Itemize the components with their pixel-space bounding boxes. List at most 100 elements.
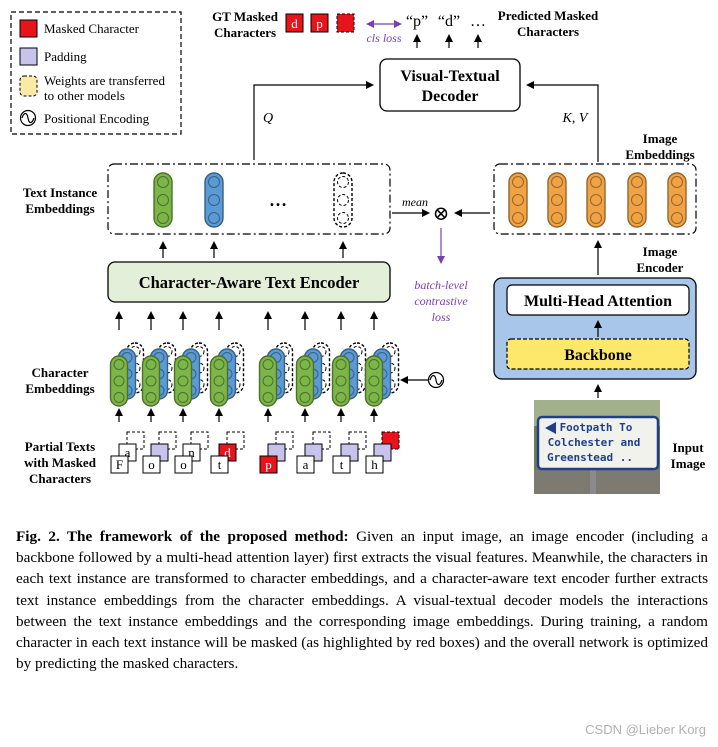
legend-padding-label: Padding [44, 49, 87, 64]
input-image: Footpath To Colchester and Greenstead .. [534, 400, 660, 494]
framework-diagram: Masked Character Padding Weights are tra… [10, 8, 706, 494]
char-box: h [365, 455, 384, 474]
predicted-token: “d” [438, 13, 460, 30]
char-box-text: F [116, 457, 123, 472]
image-encoder-line2: Encoder [637, 260, 684, 275]
otimes-symbol: ⊗ [433, 203, 450, 225]
char-embedding-stack [364, 342, 400, 407]
char-box-text: h [371, 457, 378, 472]
figure-caption: Fig. 2. The framework of the proposed me… [16, 526, 708, 674]
char-box-text: o [148, 457, 155, 472]
padding-swatch [19, 47, 38, 66]
partial-label-line2: with Masked [24, 455, 97, 470]
char-box: a [296, 455, 315, 474]
gt-char-box [310, 13, 329, 33]
kv-label: K, V [562, 111, 589, 126]
gt-char-box [285, 13, 304, 33]
partial-label-line3: Characters [29, 471, 91, 486]
image-embedding-column [627, 172, 647, 228]
char-box-text: a [125, 445, 131, 460]
char-box-text: o [180, 457, 187, 472]
gt-ellipsis-box [336, 13, 355, 33]
gt-label-line2: Characters [214, 25, 276, 40]
image-embedding-column [667, 172, 687, 228]
char-box: t [210, 455, 229, 474]
watermark: CSDN @Lieber Korg [585, 722, 706, 737]
cls-loss-label: cls loss [366, 31, 401, 45]
q-label: Q [263, 111, 273, 126]
weights-swatch [19, 75, 38, 97]
char-box-text: p [265, 457, 272, 472]
image-embeddings-line2: Embeddings [625, 147, 694, 162]
char-emb-label-line2: Embeddings [25, 381, 94, 396]
gt-label-line1: GT Masked [212, 9, 279, 24]
positional-encoding-icon [427, 371, 445, 389]
sign-text-line: Greenstead .. [547, 451, 633, 464]
image-encoder-line1: Image [643, 244, 678, 259]
text-instance-label-line2: Embeddings [25, 201, 94, 216]
positional-encoding-icon [19, 109, 37, 127]
contrastive-line3: loss [432, 310, 451, 324]
kv-arrow [526, 81, 599, 162]
image-embedding-columns [508, 172, 687, 228]
text-instance-embeddings-box [107, 163, 391, 235]
char-embedding-stack [173, 342, 209, 407]
legend-weights-line2: to other models [44, 88, 125, 103]
legend: Masked Character Padding Weights are tra… [10, 11, 182, 135]
text-embedding-column [153, 172, 173, 228]
sign-text-line: Footpath To [560, 421, 633, 434]
sign-text-line: Colchester and [548, 436, 641, 449]
char-embedding-column [141, 355, 161, 407]
char-box-text: d [224, 445, 231, 460]
predicted-token: … [470, 13, 486, 30]
char-box: t [332, 455, 351, 474]
partial-label-line1: Partial Texts [25, 439, 95, 454]
image-embedding-column [547, 172, 567, 228]
text-encoder-label: Character-Aware Text Encoder [139, 273, 360, 292]
q-arrow [253, 81, 374, 160]
masked-swatch [19, 19, 38, 38]
predicted-label-line1: Predicted Masked [498, 8, 599, 23]
backbone-label: Backbone [564, 347, 632, 364]
char-embedding-column [258, 355, 278, 407]
char-embedding-column [209, 355, 229, 407]
char-box-text: n [188, 445, 195, 460]
gt-char-text: d [291, 16, 298, 31]
image-embedding-column [586, 172, 606, 228]
predicted-token: “p” [406, 13, 428, 30]
char-embedding-stack [141, 342, 177, 407]
char-box: p [259, 455, 278, 474]
char-box: F [110, 455, 129, 474]
backbone-box [506, 338, 690, 370]
mha-label: Multi-Head Attention [524, 293, 672, 310]
gt-char-text: p [316, 16, 323, 31]
char-embedding-column [364, 355, 384, 407]
image-embedding-column [508, 172, 528, 228]
legend-masked-label: Masked Character [44, 21, 140, 36]
char-box-text: a [303, 457, 309, 472]
legend-weights-line1: Weights are transferred [44, 73, 165, 88]
contrastive-line1: batch-level [414, 278, 468, 292]
char-embedding-stack [209, 342, 245, 407]
char-embedding-stack [331, 342, 367, 407]
char-embedding-stack [258, 342, 294, 407]
predicted-label-line2: Characters [517, 24, 579, 39]
char-embedding-column [109, 355, 129, 407]
decoder-label-line1: Visual-Textual [400, 68, 500, 85]
character-embedding-stacks [109, 342, 400, 407]
visual-textual-decoder [379, 58, 521, 112]
input-image-line2: Image [671, 456, 706, 471]
caption-lead: Fig. 2. The framework of the proposed me… [16, 528, 349, 545]
image-embeddings-box [493, 163, 697, 235]
text-instance-label-line1: Text Instance [23, 185, 98, 200]
char-box: o [142, 455, 161, 474]
text-embedding-column [204, 172, 224, 228]
caption-body: Given an input image, an image encoder (… [16, 528, 709, 673]
char-embedding-stack [295, 342, 331, 407]
text-instance-embedding-columns [153, 172, 353, 228]
char-embedding-stack [109, 342, 145, 407]
char-box-text: t [340, 457, 344, 472]
multi-head-attention-box [506, 284, 690, 316]
text-embedding-column [333, 172, 353, 228]
